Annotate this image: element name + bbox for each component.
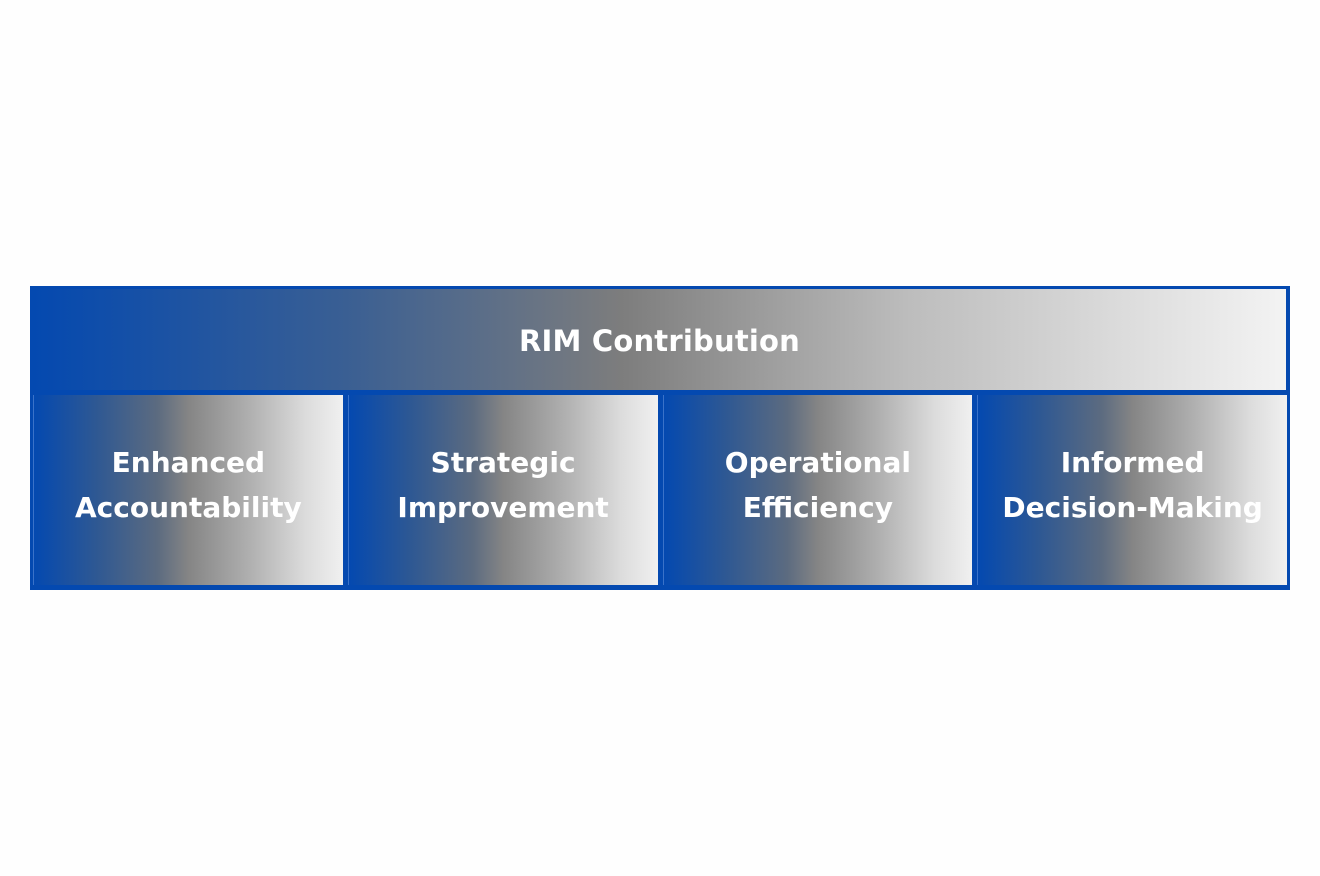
contribution-cells: Enhanced Accountability Strategic Improv…	[33, 395, 1287, 585]
cell-label: Operational Efficiency	[725, 440, 911, 530]
cell-label-line1: Strategic	[430, 446, 576, 479]
cell-label-line2: Efficiency	[742, 491, 894, 524]
cell-enhanced-accountability: Enhanced Accountability	[33, 395, 343, 585]
cell-label: Enhanced Accountability	[75, 440, 302, 530]
cell-label-line1: Informed	[1060, 446, 1205, 479]
cell-label-line2: Improvement	[397, 491, 609, 524]
cell-label-line2: Decision-Making	[1002, 491, 1263, 524]
header-band: RIM Contribution	[33, 289, 1286, 390]
cell-informed-decision-making: Informed Decision-Making	[977, 395, 1287, 585]
cell-label-line1: Operational	[724, 446, 911, 479]
cell-label: Strategic Improvement	[397, 440, 608, 530]
cell-label: Informed Decision-Making	[1002, 440, 1262, 530]
diagram-frame: RIM Contribution Enhanced Accountability…	[30, 286, 1290, 590]
cell-strategic-improvement: Strategic Improvement	[347, 395, 658, 585]
cell-operational-efficiency: Operational Efficiency	[662, 395, 973, 585]
cell-label-line1: Enhanced	[111, 446, 266, 479]
cell-label-line2: Accountability	[75, 491, 302, 524]
diagram-title: RIM Contribution	[518, 323, 800, 358]
